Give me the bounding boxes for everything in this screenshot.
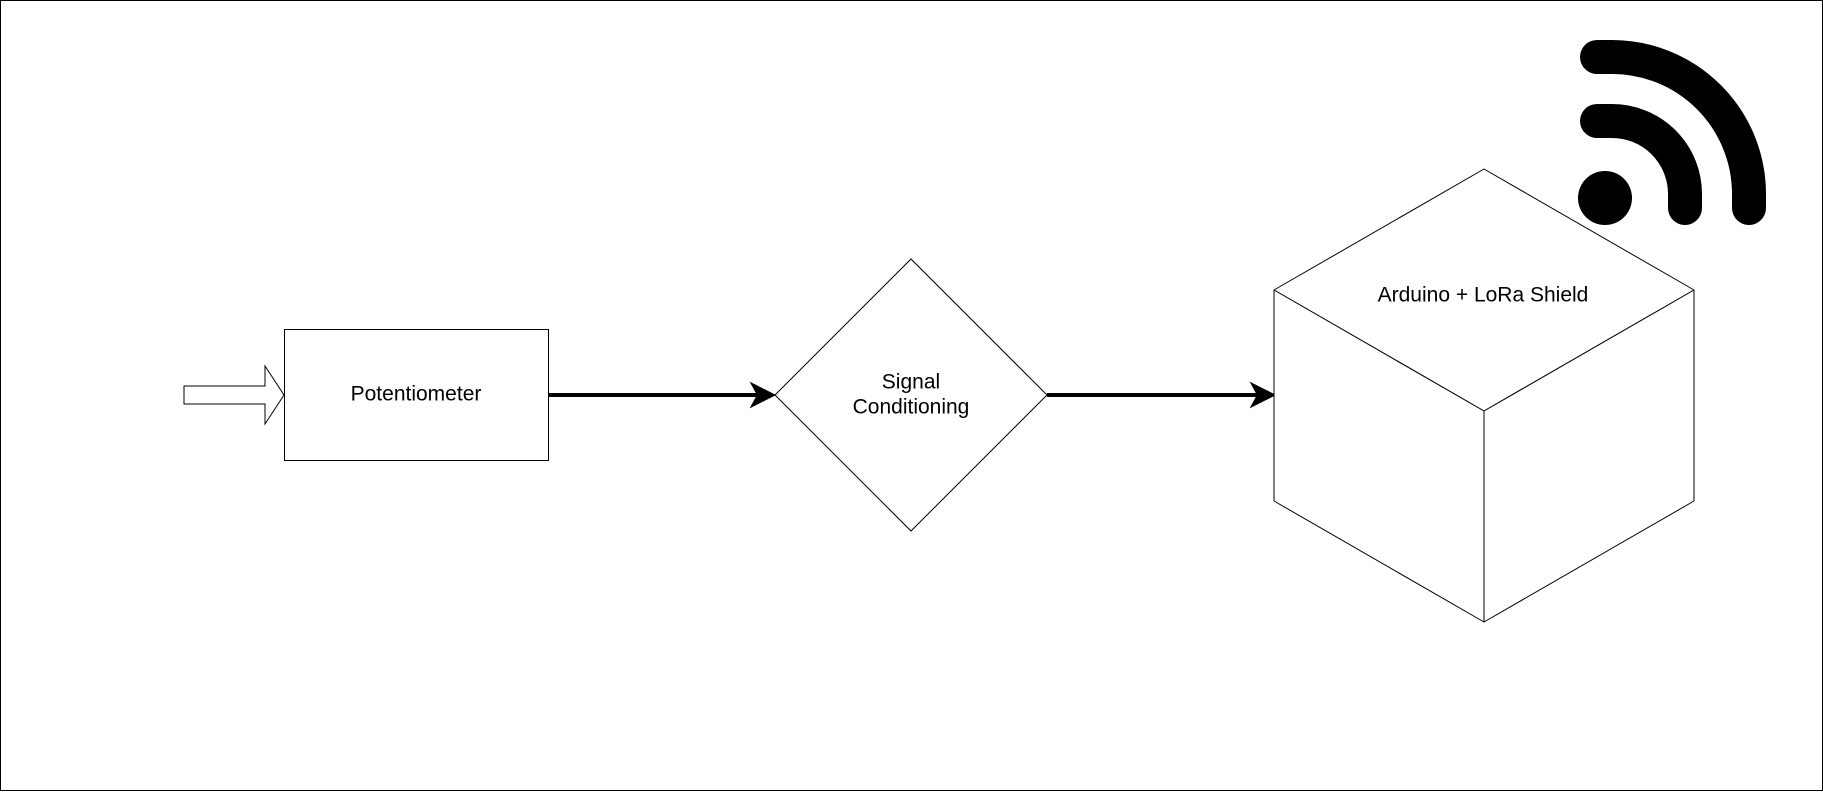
edge-potentiometer-to-signal [549,381,777,409]
signal-conditioning-label-line1: Signal [882,371,940,394]
arrowhead-icon [1249,381,1277,409]
signal-conditioning-node[interactable]: Signal Conditioning [774,258,1048,532]
signal-arc-inner [1580,104,1702,225]
arrowhead-icon [749,381,777,409]
wireless-signal-icon [1578,40,1766,225]
potentiometer-box [284,329,549,461]
potentiometer-node[interactable]: Potentiometer [284,329,549,461]
potentiometer-label: Potentiometer [351,383,482,406]
input-arrow [183,364,285,426]
signal-conditioning-label-line2: Conditioning [853,396,970,419]
edge-signal-to-arduino [1047,381,1277,409]
signal-conditioning-diamond [774,258,1048,532]
signal-dot [1578,171,1632,225]
signal-arc-outer [1580,40,1766,225]
cube-right-face [1483,289,1695,623]
arduino-label: Arduino + LoRa Shield [1378,284,1589,307]
arduino-node[interactable]: Arduino + LoRa Shield [1273,168,1695,623]
